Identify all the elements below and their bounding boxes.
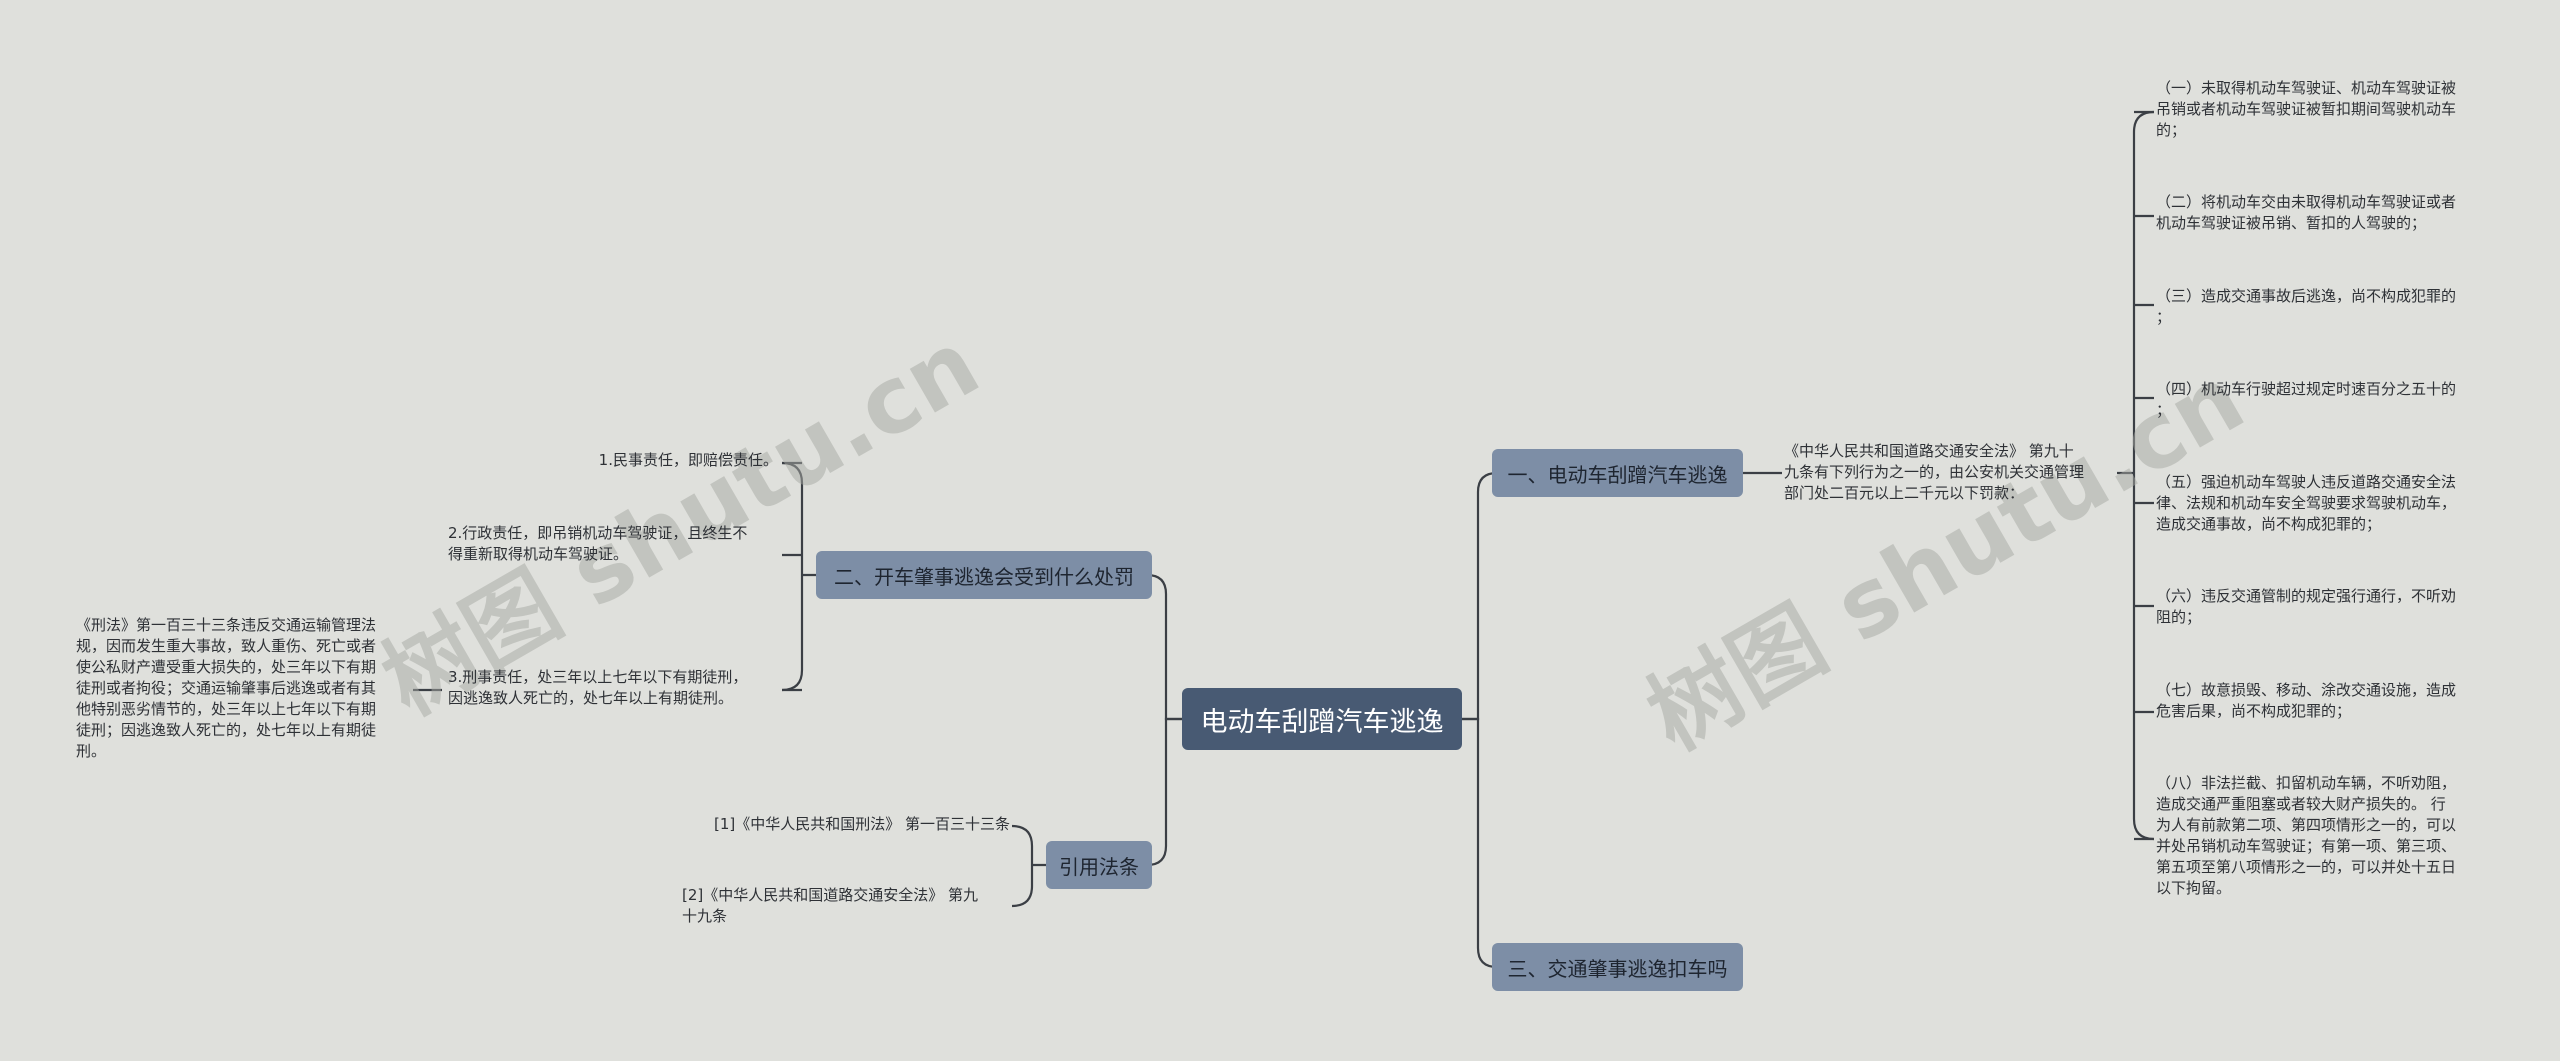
- branch-node-2[interactable]: 二、开车肇事逃逸会受到什么处罚: [816, 551, 1152, 599]
- link-root-b3: [1462, 717, 1498, 969]
- branch-node-3[interactable]: 三、交通肇事逃逸扣车吗: [1492, 943, 1743, 991]
- branch-node-1[interactable]: 一、电动车刮蹭汽车逃逸: [1492, 449, 1743, 497]
- b1-intro-text: 《中华人民共和国道路交通安全法》 第九十 九条有下列行为之一的，由公安机关交通管…: [1784, 442, 2085, 502]
- b2-item-2: 2.行政责任，即吊销机动车驾驶证，且终生不 得重新取得机动车驾驶证。: [448, 524, 748, 563]
- branch-node-4[interactable]: 引用法条: [1046, 841, 1152, 889]
- b1-item-7: （七）故意损毁、移动、涂改交通设施，造成 危害后果，尚不构成犯罪的；: [2156, 681, 2457, 720]
- b1-item-4: （四）机动车行驶超过规定时速百分之五十的 ；: [2156, 380, 2457, 419]
- link-root-b2: [1146, 573, 1182, 721]
- bracket-b1-items: [2117, 110, 2155, 841]
- bracket-b4-items: [1011, 824, 1046, 908]
- bracket-b2-items: [781, 461, 816, 692]
- b1-item-2: （二）将机动车交由未取得机动车驾驶证或者 机动车驾驶证被吊销、暂扣的人驾驶的；: [2156, 193, 2457, 232]
- b4-item-2: [2]《中华人民共和国道路交通安全法》 第九 十九条: [682, 886, 979, 925]
- b1-item-3: （三）造成交通事故后逃逸，尚不构成犯罪的 ；: [2156, 287, 2457, 326]
- b2-item-3: 3.刑事责任，处三年以上七年以下有期徒刑， 因逃逸致人死亡的，处七年以上有期徒刑…: [448, 668, 748, 707]
- link-root-b1: [1462, 471, 1498, 721]
- link-root-b4: [1146, 717, 1182, 867]
- b1-item-5: （五）强迫机动车驾驶人违反道路交通安全法 律、法规和机动车安全驾驶要求驾驶机动车…: [2156, 473, 2457, 533]
- b4-item-1: [1]《中华人民共和国刑法》 第一百三十三条: [713, 815, 1010, 833]
- b1-item-1: （一）未取得机动车驾驶证、机动车驾驶证被 吊销或者机动车驾驶证被暂扣期间驾驶机动…: [2156, 79, 2457, 139]
- b1-item-6: （六）违反交通管制的规定强行通行，不听劝 阻的；: [2156, 587, 2457, 626]
- root-node[interactable]: 电动车刮蹭汽车逃逸: [1182, 688, 1462, 750]
- b2-item-1: 1.民事责任，即赔偿责任。: [598, 451, 778, 469]
- b1-item-8: （八）非法拦截、扣留机动车辆，不听劝阻， 造成交通严重阻塞或者较大财产损失的。 …: [2156, 774, 2457, 897]
- b2-item-3-detail: 《刑法》第一百三十三条违反交通运输管理法 规，因而发生重大事故，致人重伤、死亡或…: [76, 616, 377, 760]
